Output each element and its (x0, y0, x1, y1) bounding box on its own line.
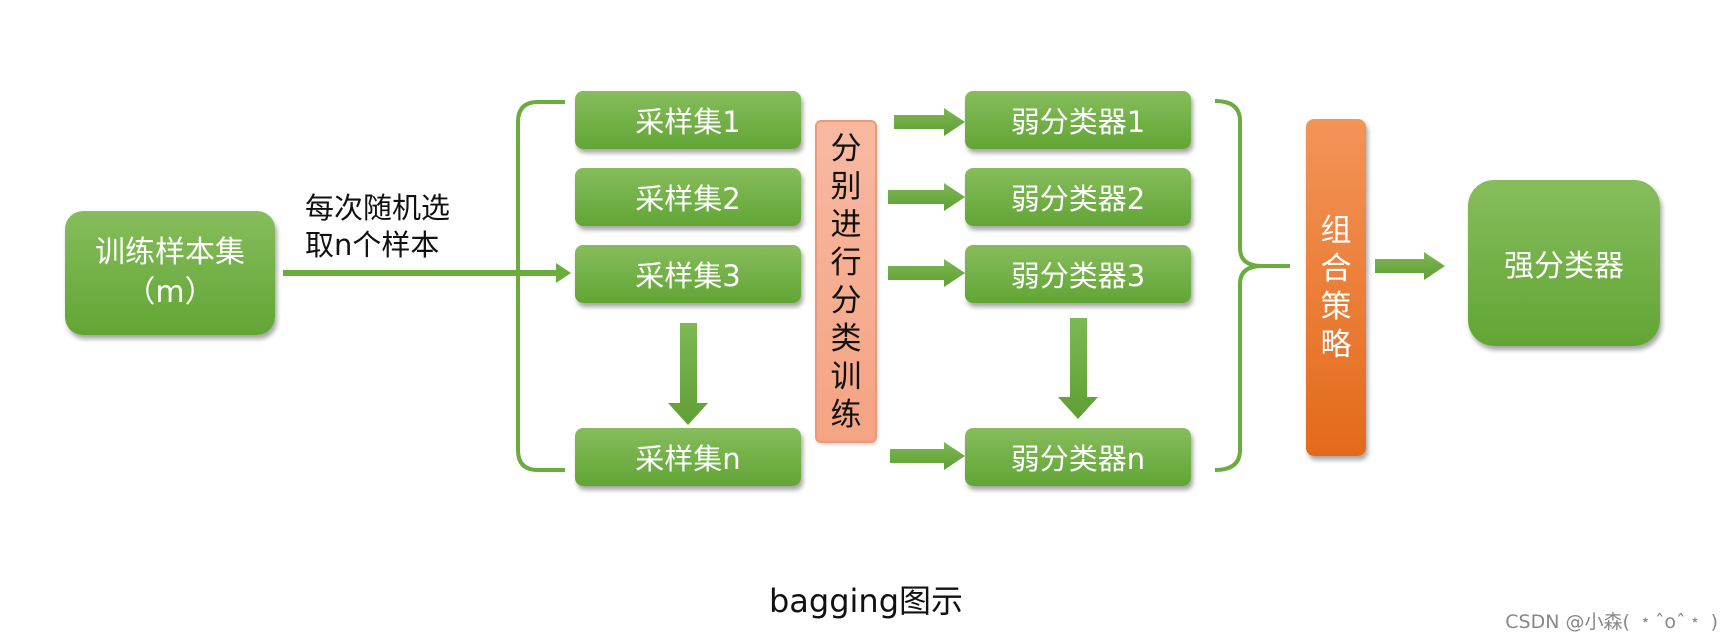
split-char: 别 (830, 168, 862, 205)
sample-set-n: 采样集n (575, 428, 801, 486)
weak-classifier-2: 弱分类器2 (965, 168, 1191, 226)
combine-arrow (1375, 252, 1445, 280)
sample-set-1: 采样集1 (575, 91, 801, 149)
strong-classifier-box: 强分类器 (1468, 180, 1660, 346)
split-char: 行 (830, 244, 862, 281)
sample-set-3: 采样集3 (575, 245, 801, 303)
train-arrow-n (890, 442, 965, 470)
train-arrow-3 (888, 259, 965, 287)
sample-set-2: 采样集2 (575, 168, 801, 226)
weak-classifier-3: 弱分类器3 (965, 245, 1191, 303)
left-bracket (516, 100, 565, 472)
combine-char: 略 (1320, 326, 1352, 363)
watermark: CSDN @小森( ﹡ˆoˆ﹡ ) (1505, 611, 1718, 633)
sampling-label-line2: 取n个样本 (305, 228, 440, 262)
train-arrow-1 (894, 108, 965, 136)
combine-char: 合 (1320, 250, 1352, 287)
split-char: 分 (830, 130, 862, 167)
sampling-label: 每次随机选 取n个样本 (305, 190, 450, 264)
right-brace (1214, 99, 1290, 472)
split-char: 类 (830, 320, 862, 357)
training-set-count: （m） (125, 275, 215, 310)
sampling-label-line1: 每次随机选 (305, 191, 451, 225)
split-char: 训 (830, 358, 862, 395)
training-set-label: 训练样本集 (95, 235, 245, 270)
weak-classifier-1: 弱分类器1 (965, 91, 1191, 149)
diagram-caption: bagging图示 (768, 582, 964, 620)
split-char: 分 (830, 282, 862, 319)
split-char: 进 (830, 206, 862, 243)
train-arrow-2 (888, 183, 965, 211)
weak-classifier-n: 弱分类器n (965, 428, 1191, 486)
combine-char: 组 (1320, 212, 1352, 249)
split-training-box: 分 别 进 行 分 类 训 练 (815, 120, 877, 443)
combine-char: 策 (1320, 288, 1352, 325)
training-set-box: 训练样本集 （m） (65, 211, 275, 335)
samples-down-arrow (668, 323, 708, 425)
weak-down-arrow (1058, 318, 1098, 419)
sampling-arrow-head (556, 263, 571, 283)
split-char: 练 (830, 396, 862, 433)
combine-strategy-box: 组 合 策 略 (1306, 119, 1366, 456)
